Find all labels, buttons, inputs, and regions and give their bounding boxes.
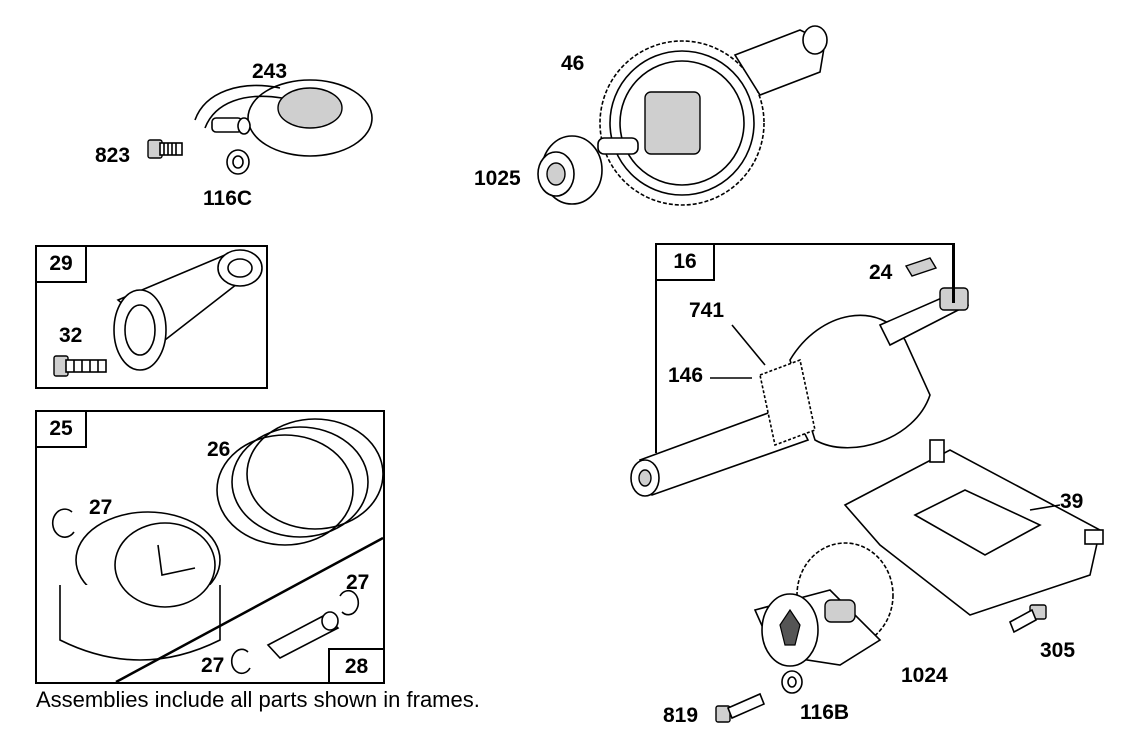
part-46-drawing [597,25,828,206]
frame-29: 29 [35,245,268,389]
label-27-right: 27 [346,571,370,594]
label-39: 39 [1060,490,1084,513]
part-26-drawing [216,418,384,546]
part-16-drawing [630,287,970,497]
part-39-drawing [843,439,1104,616]
label-1025: 1025 [474,167,521,190]
frame-28-divider [115,536,384,684]
label-823: 823 [95,144,131,167]
part-29-drawing [113,249,263,371]
frame-16-tag: 16 [657,245,715,281]
frame-25-tag: 25 [37,412,87,448]
part-116b-drawing [781,670,803,694]
part-305-drawing [1008,604,1047,634]
label-243: 243 [252,60,288,83]
label-27-upper: 27 [89,496,113,519]
frame-29-tag: 29 [37,247,87,283]
frame-28-tag: 28 [328,648,383,684]
part-32-drawing [53,355,107,377]
label-27-lower: 27 [201,654,225,677]
part-116c-drawing [226,149,250,175]
label-741: 741 [689,299,725,322]
part-1024-drawing [753,542,894,667]
part-24-drawing [904,257,938,277]
label-46: 46 [561,52,585,75]
part-243-drawing [194,79,373,157]
label-819: 819 [663,704,699,727]
footnote: Assemblies include all parts shown in fr… [36,687,480,712]
label-116b: 116B [800,701,850,724]
label-305: 305 [1040,639,1076,662]
label-26: 26 [207,438,231,461]
part-1025-drawing [537,135,603,205]
label-116c: 116C [203,187,253,210]
label-1024: 1024 [901,664,948,687]
frame-25: 25 [35,410,385,684]
label-146: 146 [668,364,704,387]
label-32: 32 [59,324,83,347]
part-823-drawing [147,139,183,159]
frame-16-right-edge [952,243,955,303]
part-28-drawing [230,589,360,675]
part-27-clip-upper [51,508,75,538]
part-25-drawing [59,511,221,661]
part-819-drawing [715,692,766,723]
frame-16: 16 [655,243,955,453]
label-24: 24 [869,261,893,284]
